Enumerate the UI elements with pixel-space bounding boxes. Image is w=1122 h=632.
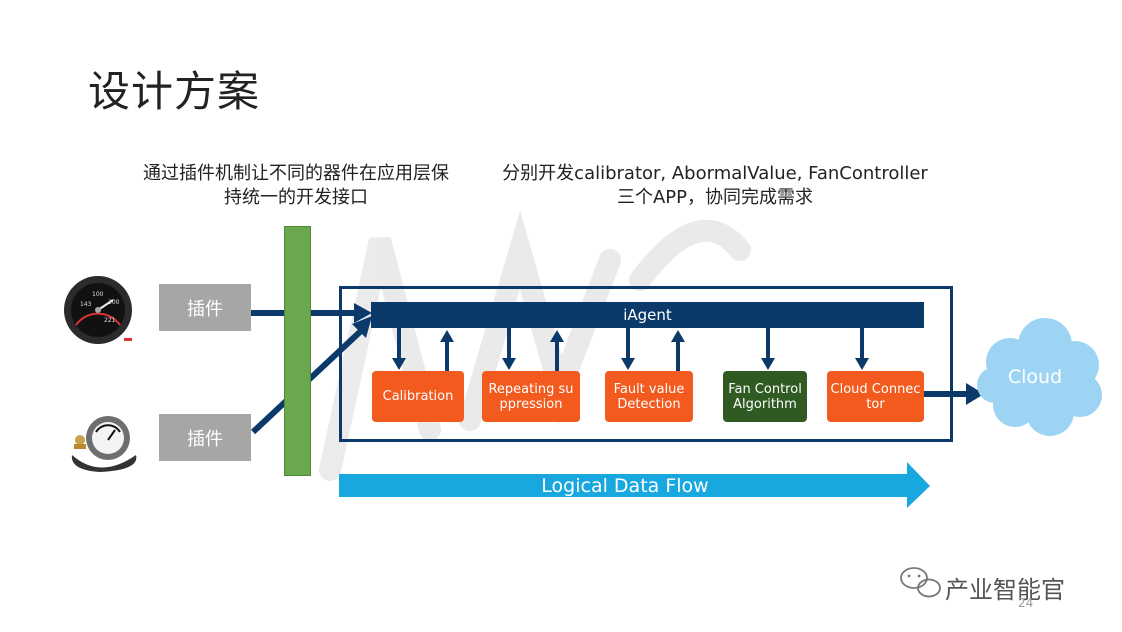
slide-title: 设计方案: [88, 67, 261, 116]
gauge-label-143: 143: [80, 301, 92, 308]
module-repeating-suppression: Repeating suppression: [482, 371, 580, 422]
pressure-gauge-icon: 100 143 200 221: [64, 276, 132, 344]
plugin-box-1: 插件: [159, 284, 251, 331]
plugin-mechanism-note: 通过插件机制让不同的器件在应用层保持统一的开发接口: [143, 163, 449, 208]
wechat-icon: [900, 567, 941, 598]
gauge-label-100: 100: [92, 291, 104, 298]
gauge-label-221: 221: [104, 317, 116, 324]
page-number: 24: [1018, 596, 1034, 610]
module-fan-control-algorithm: Fan Control Algorithm: [723, 371, 807, 422]
iagent-bus: iAgent: [371, 302, 924, 328]
logical-data-flow-label: Logical Data Flow: [541, 475, 709, 497]
iagent-frame: [339, 286, 953, 442]
gauge-label-200: 200: [108, 299, 120, 306]
app-note-line-1: 分别开发calibrator, AbormalValue, FanControl…: [502, 163, 928, 184]
module-fault-value-detection: Fault value Detection: [605, 371, 693, 422]
temperature-gauge-icon: [71, 416, 137, 472]
plugin-interface-bar: [284, 226, 311, 476]
module-calibration: Calibration: [372, 371, 464, 422]
module-arrows: [392, 328, 869, 371]
brand-name: 产业智能官: [945, 576, 1065, 604]
cloud-shape: [977, 318, 1102, 436]
module-cloud-connector: Cloud Connector: [827, 371, 924, 422]
cloud-label: Cloud: [1007, 366, 1063, 388]
cloud-arrow: [924, 383, 984, 405]
app-development-note: 分别开发calibrator, AbormalValue, FanControl…: [480, 162, 950, 210]
logical-data-flow-arrow: [339, 462, 930, 508]
plugin-box-2: 插件: [159, 414, 251, 461]
app-note-line-2: 三个APP，协同完成需求: [616, 187, 814, 208]
